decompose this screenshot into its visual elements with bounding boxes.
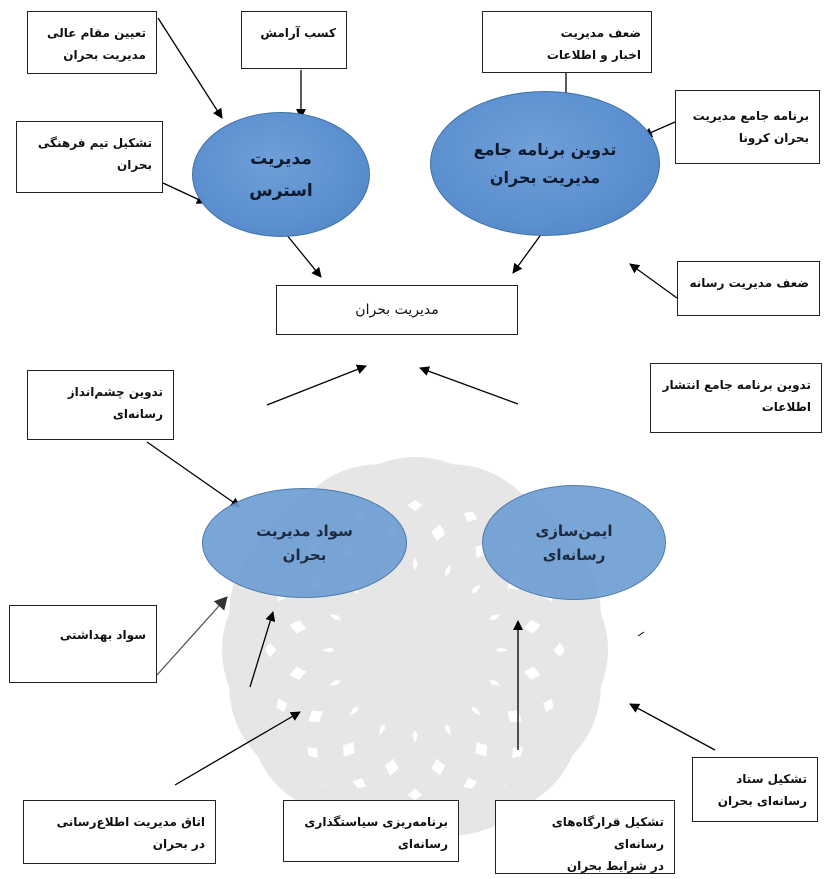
ellipse-immunization: ایمن‌سازی رسانه‌ای bbox=[482, 485, 666, 600]
ellipse-immunization-line1: ایمن‌سازی bbox=[535, 521, 613, 540]
box-weak-news: ضعف مدیریت اخبار و اطلاعات bbox=[482, 11, 652, 73]
box-appoint-line1: تعیین مقام عالی bbox=[47, 26, 146, 40]
box-culture-team: تشکیل تیم فرهنگی بحران bbox=[16, 121, 163, 193]
box-weaknews-line1: ضعف مدیریت bbox=[560, 26, 641, 40]
box-appoint-authority: تعیین مقام عالی مدیریت بحران bbox=[27, 11, 157, 74]
box-weak-media: ضعف مدیریت رسانه bbox=[677, 261, 820, 316]
box-corona-line1: برنامه جامع مدیریت bbox=[692, 109, 809, 123]
arrow-program-to-center bbox=[512, 228, 546, 274]
box-culture-line1: تشکیل تیم فرهنگی bbox=[37, 136, 152, 150]
box-gain-calm: کسب آرامش bbox=[241, 11, 347, 69]
arrow-stress-to-center bbox=[285, 233, 322, 278]
arrow-inforoom-to-literacy bbox=[174, 711, 301, 786]
box-infoprogram-line2: اطلاعات bbox=[761, 400, 811, 414]
box-camps-line1: تشکیل قرارگاه‌های رسانه‌ای bbox=[551, 815, 664, 851]
arrow-policy-to-literacy bbox=[249, 611, 276, 688]
arrow-vision-to-literacy bbox=[146, 441, 241, 508]
arrow-health-to-literacy bbox=[156, 596, 228, 676]
box-weaknews-line2: اخبار و اطلاعات bbox=[546, 48, 641, 62]
box-camps-line2: در شرایط بحران bbox=[566, 859, 664, 873]
box-media-hq: تشکیل ستاد رسانه‌ای بحران bbox=[692, 757, 818, 822]
box-culture-line2: بحران bbox=[117, 158, 152, 172]
box-info-program: تدوین برنامه جامع انتشار اطلاعات bbox=[650, 363, 822, 433]
box-media-camps: تشکیل قرارگاه‌های رسانه‌ای در شرایط بحرا… bbox=[495, 800, 675, 874]
ellipse-literacy-line2: بحران bbox=[282, 546, 327, 564]
box-policy-line1: برنامه‌ریزی سیاستگذاری bbox=[304, 815, 448, 829]
ellipse-stress-line2: استرس bbox=[249, 180, 313, 201]
arrow-weakmedia-to-space bbox=[629, 263, 678, 299]
center-label: مدیریت بحران bbox=[355, 302, 439, 318]
center-crisis-management: مدیریت بحران bbox=[276, 285, 518, 335]
box-vision: تدوین چشم‌انداز رسانه‌ای bbox=[27, 370, 174, 440]
ellipse-stress-line1: مدیریت bbox=[250, 148, 312, 169]
tiny-mark bbox=[637, 631, 645, 637]
ellipse-literacy-line1: سواد مدیریت bbox=[256, 522, 353, 540]
ellipse-program: تدوین برنامه جامع مدیریت بحران bbox=[430, 91, 660, 236]
box-health-literacy: سواد بهداشتی bbox=[9, 605, 157, 683]
arrow-appoint-to-stress bbox=[157, 17, 223, 119]
box-info-room: اتاق مدیریت اطلاع‌رسانی در بحران bbox=[23, 800, 216, 864]
box-inforoom-line2: در بحران bbox=[152, 837, 205, 851]
ellipse-stress-management: مدیریت استرس bbox=[192, 112, 370, 237]
arrow-hq-to-space bbox=[629, 703, 716, 751]
arrow-right-to-center bbox=[419, 366, 519, 405]
box-vision-line1: تدوین چشم‌انداز bbox=[67, 385, 163, 399]
box-appoint-line2: مدیریت بحران bbox=[63, 48, 146, 62]
box-infoprogram-line1: تدوین برنامه جامع انتشار bbox=[662, 378, 811, 392]
ellipse-program-line1: تدوین برنامه جامع bbox=[473, 139, 617, 159]
box-inforoom-line1: اتاق مدیریت اطلاع‌رسانی bbox=[56, 815, 205, 829]
box-calm-line1: کسب آرامش bbox=[260, 26, 336, 40]
box-policy-planning: برنامه‌ریزی سیاستگذاری رسانه‌ای bbox=[283, 800, 459, 862]
box-weakmedia-line1: ضعف مدیریت رسانه bbox=[689, 276, 809, 290]
ellipse-program-line2: مدیریت بحران bbox=[489, 167, 601, 187]
box-policy-line2: رسانه‌ای bbox=[397, 837, 448, 851]
box-hq-line1: تشکیل ستاد bbox=[736, 772, 807, 786]
box-corona-program: برنامه جامع مدیریت بحران کرونا bbox=[675, 90, 820, 164]
box-hq-line2: رسانه‌ای بحران bbox=[717, 794, 807, 808]
arrow-left-to-center bbox=[266, 364, 367, 406]
ellipse-immunization-line2: رسانه‌ای bbox=[542, 545, 606, 564]
box-health-line1: سواد بهداشتی bbox=[59, 628, 146, 642]
box-vision-line2: رسانه‌ای bbox=[112, 407, 163, 421]
box-corona-line2: بحران کرونا bbox=[738, 131, 809, 145]
ellipse-literacy: سواد مدیریت بحران bbox=[202, 488, 407, 598]
